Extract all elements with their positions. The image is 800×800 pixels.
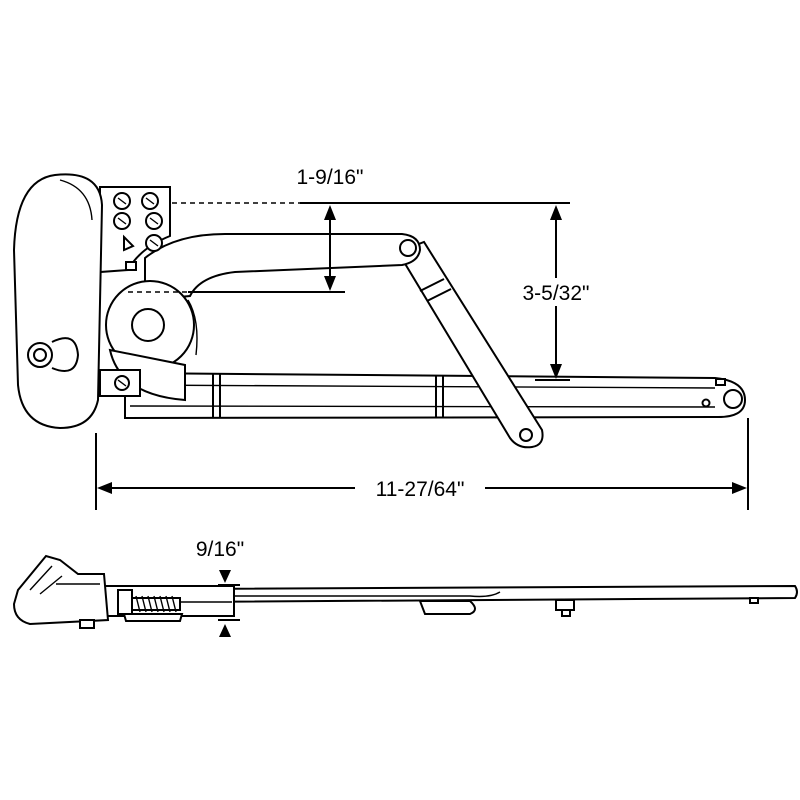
side-track-bar [179,584,798,617]
drive-shaft-icon [131,308,165,342]
dimension-profile-height: 9/16" [196,538,244,637]
dimension-label-overall-height: 3-5/32" [523,282,590,305]
link-arm [396,240,544,449]
dimension-label-overall-length: 11-27/64" [376,478,465,501]
dimension-arm-offset: 1-9/16" [297,166,364,291]
arm-pivot-icon [399,239,417,257]
dimension-label-profile-height: 9/16" [196,538,244,561]
side-gear-section [103,585,235,622]
side-view [12,554,798,629]
dimension-overall-height: 3-5/32" [506,205,606,379]
mounting-plate [99,186,171,397]
link-end-pivot-icon [519,428,533,442]
gear-housing [105,280,198,402]
track-bar [124,371,747,420]
dimension-label-arm-offset: 1-9/16" [297,166,364,189]
dimension-overall-length: 11-27/64" [97,474,747,502]
top-view [12,173,749,510]
track-end-pivot-icon [723,389,743,409]
handle-cover-icon [12,173,104,430]
operator-arm [144,233,422,302]
side-handle-icon [12,554,110,629]
